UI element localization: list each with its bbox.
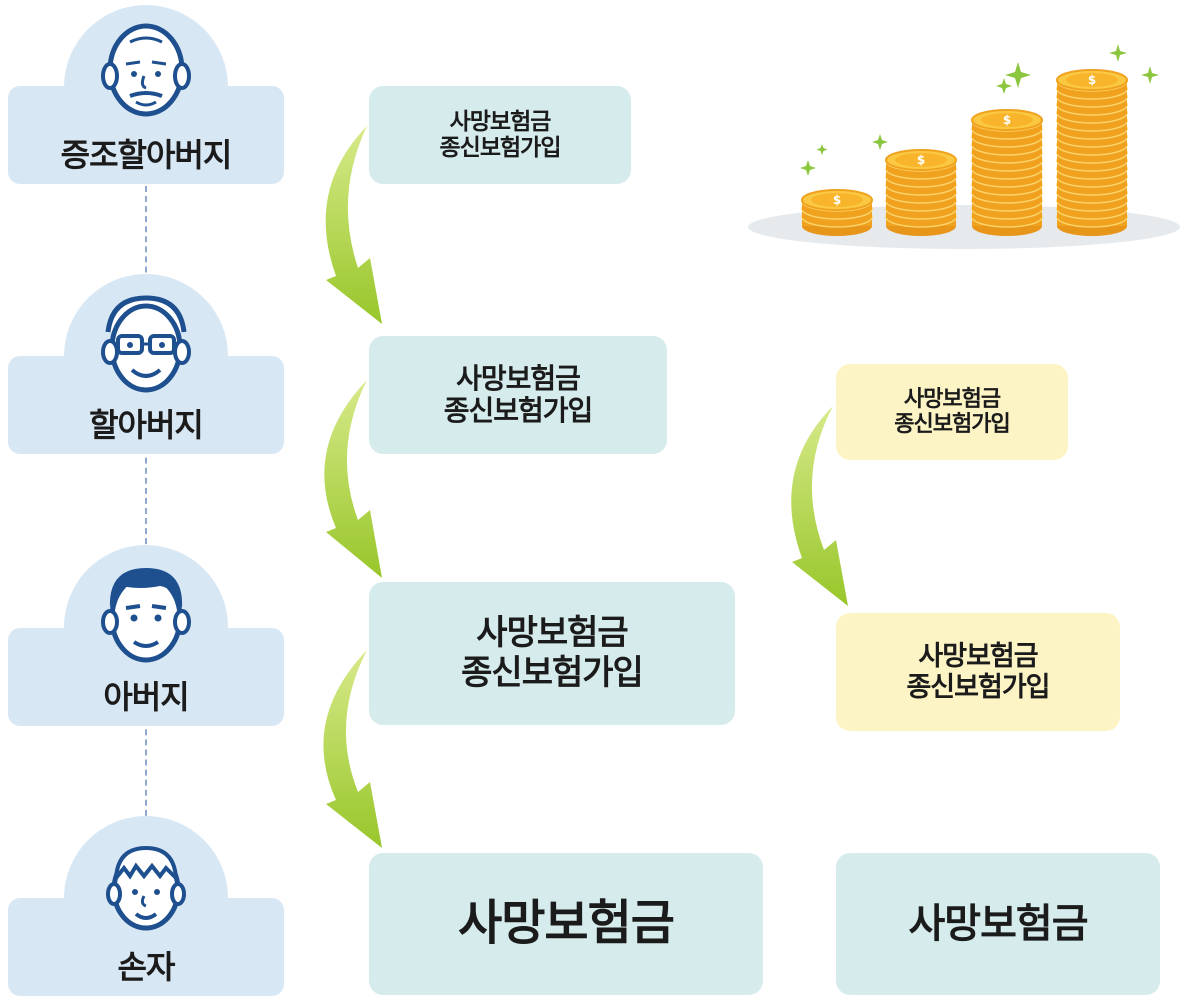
benefit-box-right-gen3: 사망보험금 종신보험가입 <box>836 613 1120 731</box>
benefit-box-gen1: 사망보험금 종신보험가입 <box>369 86 631 184</box>
benefit-box-right-gen2: 사망보험금 종신보험가입 <box>836 364 1068 460</box>
benefit-label-whole-life-enrollment: 종신보험가입 <box>461 652 644 693</box>
coin-stack-4: $ <box>1056 69 1128 236</box>
curved-arrow-icon <box>325 126 382 324</box>
father-face-icon <box>101 568 191 663</box>
coin-dollar-symbol: $ <box>917 153 925 167</box>
benefit-label-death-benefit: 사망보험금 <box>918 640 1038 672</box>
generation-connector-line <box>145 186 147 846</box>
coin-stack-3: $ <box>971 109 1043 236</box>
generation-label-father: 아버지 <box>103 678 189 716</box>
coin-stack-1: $ <box>801 189 873 236</box>
curved-arrow-icon <box>324 380 382 578</box>
benefit-label-death-benefit: 사망보험금 <box>458 895 675 952</box>
benefit-label-death-benefit: 사망보험금 <box>449 108 552 135</box>
generation-label-grandfather: 할아버지 <box>89 406 204 444</box>
curved-arrow-icon <box>791 406 848 606</box>
benefit-label-whole-life-enrollment: 종신보험가입 <box>906 672 1050 703</box>
grandfather-face-icon <box>101 295 191 393</box>
grandson-face-icon <box>106 845 186 931</box>
benefit-label-death-benefit: 사망보험금 <box>476 613 628 654</box>
sparkle-icon <box>800 44 1159 176</box>
benefit-box-right-gen4: 사망보험금 <box>836 853 1160 995</box>
benefit-label-whole-life-enrollment: 종신보험가입 <box>439 135 562 161</box>
great-grandfather-face-icon <box>101 23 191 117</box>
benefit-box-gen2: 사망보험금 종신보험가입 <box>369 336 667 454</box>
benefit-label-death-benefit: 사망보험금 <box>903 386 1001 412</box>
benefit-box-gen4: 사망보험금 <box>369 853 763 995</box>
generation-label-grandson: 손자 <box>117 948 176 986</box>
generation-label-great-grandfather: 증조할아버지 <box>60 136 233 174</box>
coin-dollar-symbol: $ <box>1088 73 1096 87</box>
benefit-label-death-benefit: 사망보험금 <box>456 361 581 395</box>
coin-dollar-symbol: $ <box>833 193 841 207</box>
benefit-label-whole-life-enrollment: 종신보험가입 <box>894 412 1010 437</box>
coin-stack-2: $ <box>885 149 957 236</box>
curved-arrow-icon <box>323 650 382 848</box>
coin-dollar-symbol: $ <box>1003 113 1011 127</box>
benefit-box-gen3: 사망보험금 종신보험가입 <box>369 582 735 725</box>
benefit-label-death-benefit: 사망보험금 <box>908 901 1089 947</box>
benefit-label-whole-life-enrollment: 종신보험가입 <box>443 394 594 427</box>
